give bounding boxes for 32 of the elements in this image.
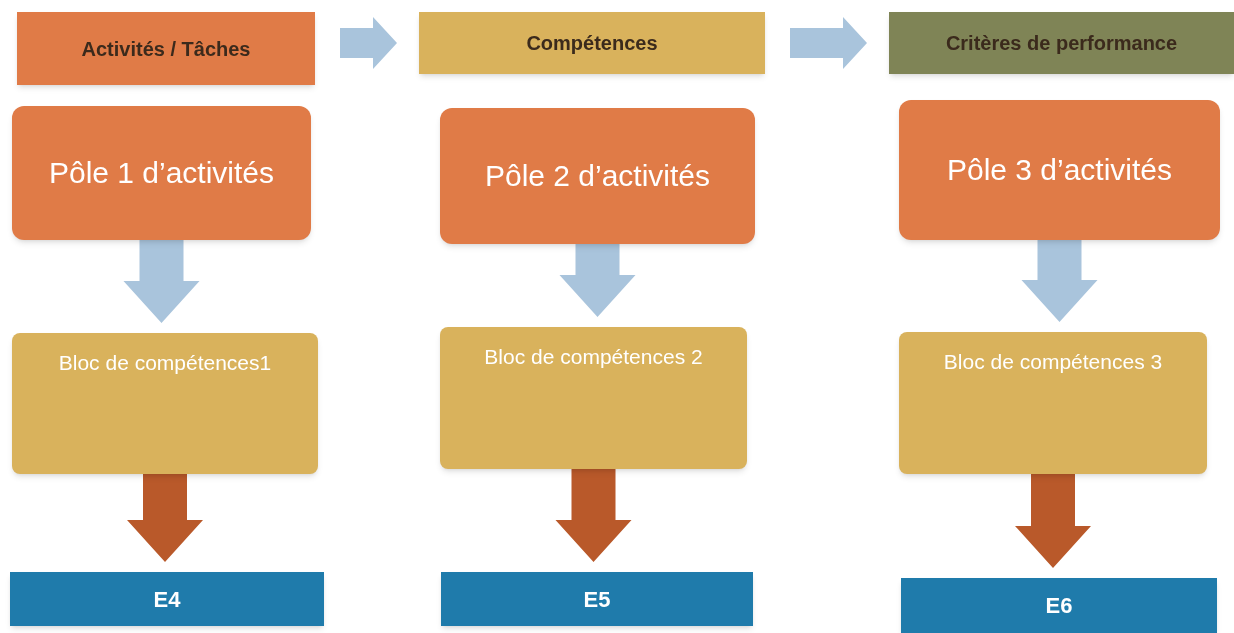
skills-label: Bloc de compétences1 (57, 350, 273, 376)
block-arrow (1015, 474, 1091, 568)
block-arrow (123, 240, 200, 323)
exam-bar (10, 572, 324, 626)
exam-bar (441, 572, 753, 626)
header-bar (419, 12, 765, 74)
header-label: Compétences (525, 31, 659, 56)
header-bar (889, 12, 1234, 74)
skills-box (12, 333, 318, 474)
header-label: Activités / Tâches (80, 36, 252, 62)
exam-label: E4 (153, 585, 181, 614)
header-bar (17, 12, 315, 85)
block-arrow (1021, 240, 1098, 322)
activity-box (440, 108, 755, 244)
block-arrow (559, 244, 636, 317)
exam-label: E6 (1045, 592, 1073, 620)
skills-box (440, 327, 747, 469)
skills-label: Bloc de compétences 2 (483, 344, 704, 370)
block-arrow (340, 17, 397, 69)
activity-label: Pôle 2 d’activités (483, 158, 712, 195)
exam-label: E5 (583, 585, 611, 614)
exam-bar (901, 578, 1217, 633)
block-arrow (790, 17, 867, 69)
skills-label: Bloc de compétences 3 (942, 349, 1164, 375)
activity-box (899, 100, 1220, 240)
block-arrow (127, 474, 203, 562)
header-label: Critères de performance (944, 31, 1179, 56)
activity-label: Pôle 1 d’activités (47, 155, 276, 192)
block-arrow (555, 469, 632, 562)
activity-box (12, 106, 311, 240)
skills-box (899, 332, 1207, 474)
activity-label: Pôle 3 d’activités (945, 152, 1174, 189)
